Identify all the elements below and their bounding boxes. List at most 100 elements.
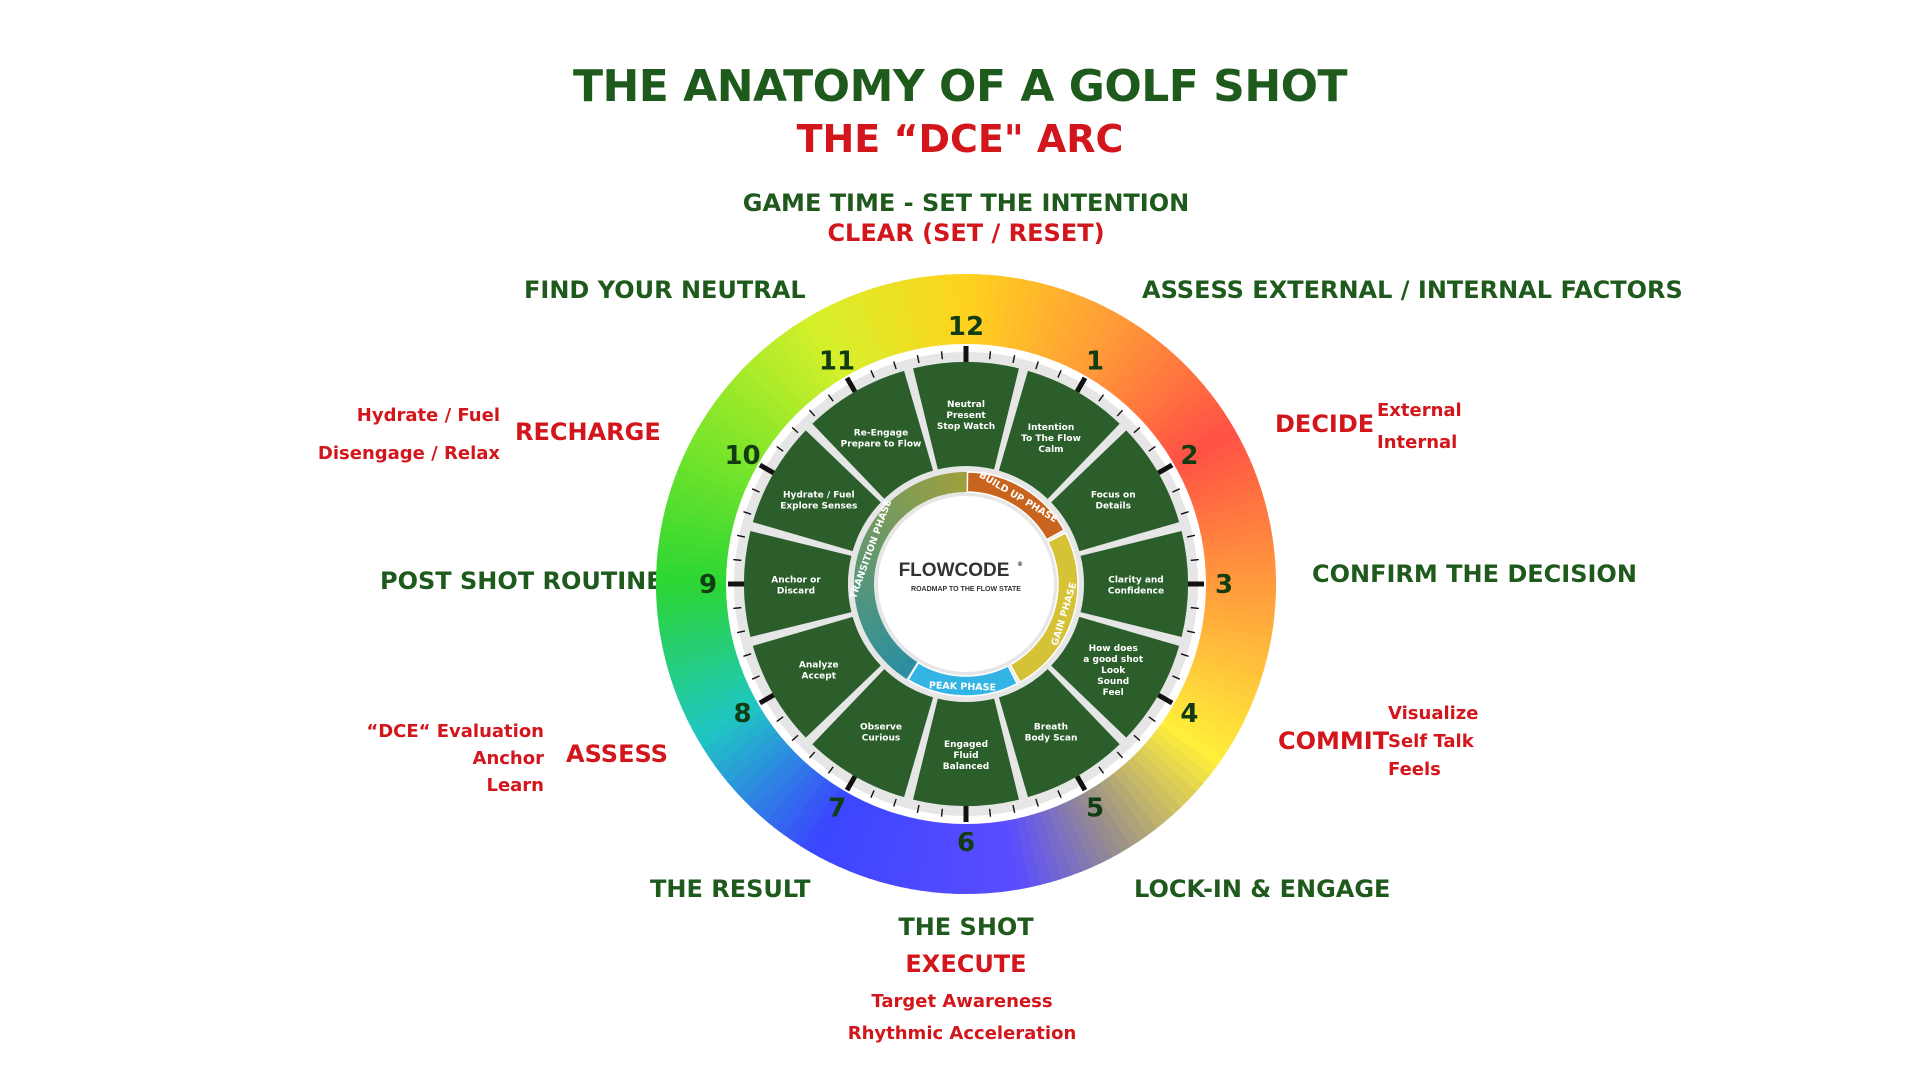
rim-wedge xyxy=(741,748,801,807)
label-the-shot: THE SHOT xyxy=(898,913,1034,941)
segment-label: Stop Watch xyxy=(937,422,995,432)
rim-wedge xyxy=(1194,641,1267,672)
rim-wedge xyxy=(792,319,842,387)
label-commit: COMMIT xyxy=(1278,727,1390,755)
rim-wedge xyxy=(681,679,753,720)
major-tick xyxy=(1157,462,1174,476)
segment-label: Re-Engage xyxy=(854,428,908,438)
segment-label: Look xyxy=(1101,666,1126,676)
center-logo: FLOWCODE ROADMAP TO THE FLOW STATE ® xyxy=(878,496,1054,672)
rim-wedge xyxy=(1200,617,1273,640)
phase-wedge xyxy=(871,519,892,536)
rim-wedge xyxy=(659,528,732,551)
minor-tick xyxy=(870,369,875,378)
rim-wedge xyxy=(765,765,820,829)
rim-wedge xyxy=(922,275,943,349)
segment-label: Confidence xyxy=(1108,587,1164,597)
phase-wedge xyxy=(891,653,910,673)
phase-wedge xyxy=(879,642,899,661)
phase-wedge xyxy=(887,649,906,669)
rim-wedge xyxy=(811,309,856,378)
rim-wedge xyxy=(1085,315,1133,384)
minor-tick xyxy=(1012,804,1016,814)
rim-wedge xyxy=(1148,384,1212,439)
rim-wedge xyxy=(1062,300,1104,371)
segment-wedge xyxy=(998,370,1120,499)
phase-wedge xyxy=(856,556,877,567)
segment-wedge xyxy=(752,616,881,738)
phase-wedge xyxy=(854,579,875,586)
rim-wedge xyxy=(696,701,765,749)
rim-wedge xyxy=(1191,649,1264,682)
assess-items: “DCE“ Evaluation Anchor Learn xyxy=(366,718,544,799)
minor-tick xyxy=(827,394,834,402)
minor-tick xyxy=(1148,445,1156,452)
phase-wedge xyxy=(901,658,918,679)
phase-wedge xyxy=(864,622,885,637)
rim-wedge xyxy=(660,517,734,543)
rim-wedge xyxy=(1112,339,1167,403)
minor-tick xyxy=(940,808,944,817)
rim-wedge xyxy=(1167,419,1236,467)
rim-wedge xyxy=(1192,488,1265,520)
minor-tick xyxy=(1172,488,1181,493)
phase-wedge xyxy=(861,617,883,632)
rim-wedge xyxy=(899,816,925,890)
segment-wedge xyxy=(1080,531,1188,637)
rim-wedge xyxy=(1090,781,1140,849)
rim-wedge xyxy=(1176,438,1246,482)
minor-tick xyxy=(1057,369,1062,378)
rim-wedge xyxy=(1105,333,1159,398)
phase-wedge xyxy=(883,646,903,665)
rim-wedge xyxy=(1175,688,1245,732)
segment-label: Intention xyxy=(1028,423,1075,433)
rim-wedge xyxy=(720,729,784,784)
minor-tick xyxy=(1012,354,1016,364)
label-lock-in: LOCK-IN & ENGAGE xyxy=(1134,875,1391,903)
clock-number: 11 xyxy=(819,347,855,377)
rim-wedge xyxy=(997,818,1020,892)
rim-wedge xyxy=(1104,771,1157,837)
rim-wedge xyxy=(1030,810,1062,883)
rim-wedge xyxy=(920,819,942,893)
commit-item: Feels xyxy=(1388,759,1441,780)
label-assess-factors: ASSESS EXTERNAL / INTERNAL FACTORS xyxy=(1142,276,1683,304)
phase-wedge xyxy=(854,589,875,598)
phase-wedge xyxy=(913,482,928,503)
decide-items: External Internal xyxy=(1377,395,1462,459)
rim-wedge xyxy=(1037,807,1073,880)
rim-wedge xyxy=(1201,540,1275,561)
rim-wedge xyxy=(963,821,977,894)
phase-wedge xyxy=(903,487,920,508)
rim-wedge xyxy=(1183,457,1255,497)
rim-wedge xyxy=(974,274,990,347)
rim-wedge xyxy=(713,722,779,775)
phase-wedge xyxy=(855,561,876,572)
rim-wedge xyxy=(818,793,862,863)
registered-mark-icon: ® xyxy=(1017,561,1023,568)
minor-tick xyxy=(736,534,746,538)
segment-label: Hydrate / Fuel xyxy=(783,491,855,501)
rim-wedge xyxy=(1083,785,1131,854)
rim-wedge xyxy=(1137,368,1198,426)
rim-wedge xyxy=(1039,289,1075,361)
segment-wedge xyxy=(812,669,934,798)
minor-tick xyxy=(1186,534,1196,538)
rim-wedge xyxy=(673,663,746,701)
phase-wedge xyxy=(874,514,894,532)
segment-wedge xyxy=(812,370,934,499)
rim-wedge xyxy=(782,775,833,842)
rim-wedge xyxy=(1023,283,1054,356)
minor-tick xyxy=(1057,790,1062,799)
rim-wedge xyxy=(1196,509,1270,537)
minor-tick xyxy=(988,808,992,817)
rim-wedge xyxy=(1125,353,1183,414)
segment-label: Fluid xyxy=(953,751,978,761)
minor-tick xyxy=(751,675,760,680)
phase-wedge xyxy=(866,626,888,642)
rim-wedge xyxy=(931,820,950,894)
assess-item: “DCE“ Evaluation xyxy=(366,721,544,742)
rim-wedge xyxy=(674,465,746,503)
minor-tick xyxy=(893,361,897,370)
